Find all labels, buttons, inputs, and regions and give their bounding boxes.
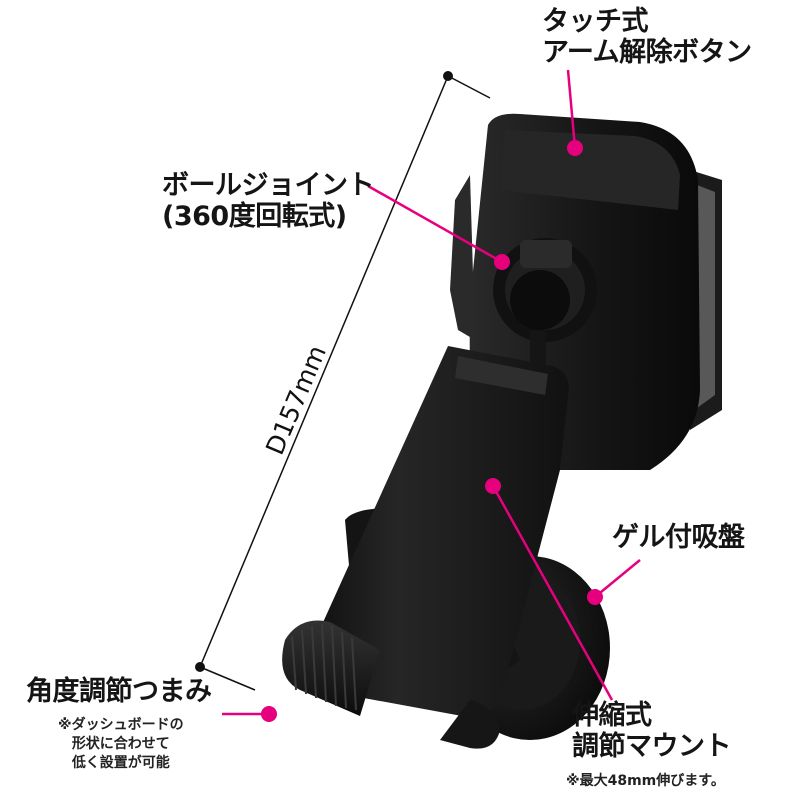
angle-knob (282, 620, 500, 749)
dimension-line (195, 71, 491, 691)
dimension-endpoint-top (443, 71, 453, 81)
callout-dot-angle-knob (261, 706, 277, 722)
angle-knob-label: 角度調節つまみ (26, 676, 212, 707)
car-mount-holder (282, 113, 722, 749)
angle-knob-note-line3: 低く設置が可能 (71, 754, 170, 771)
callout-dot-telescopic (485, 478, 501, 494)
callouts (222, 69, 641, 722)
telescopic-mount-label-line2: 調節マウント (572, 731, 732, 763)
angle-knob-note-line2: 形状に合わせて (71, 735, 170, 752)
callout-dot-gel-suction (587, 589, 603, 605)
ball-joint-label-line2: (360度回転式) (162, 201, 347, 233)
telescopic-arm (304, 346, 569, 717)
ball-joint-label: ボールジョイント (360度回転式) (162, 170, 375, 233)
telescopic-mount-note: ※最大48mm伸びます。 (566, 773, 725, 789)
touch-release-label-line1: タッチ式 (542, 6, 648, 37)
gel-suction-label: ゲル付吸盤 (612, 522, 745, 553)
telescopic-mount-label-line1: 伸縮式 (572, 700, 652, 731)
ball-joint-label-line1: ボールジョイント (162, 170, 375, 201)
angle-knob-note: ※ダッシュボードの 形状に合わせて 低く設置が可能 (58, 716, 184, 773)
callout-dot-touch-release (567, 140, 583, 156)
callout-dot-ball-joint (494, 254, 510, 270)
touch-release-label: タッチ式 アーム解除ボタン (542, 6, 752, 68)
touch-release-label-line2: アーム解除ボタン (542, 37, 752, 69)
dimension-endpoint-bottom (195, 662, 205, 672)
telescopic-mount-label: 伸縮式 調節マウント (572, 700, 732, 763)
angle-knob-note-line1: ※ダッシュボードの (58, 717, 184, 733)
